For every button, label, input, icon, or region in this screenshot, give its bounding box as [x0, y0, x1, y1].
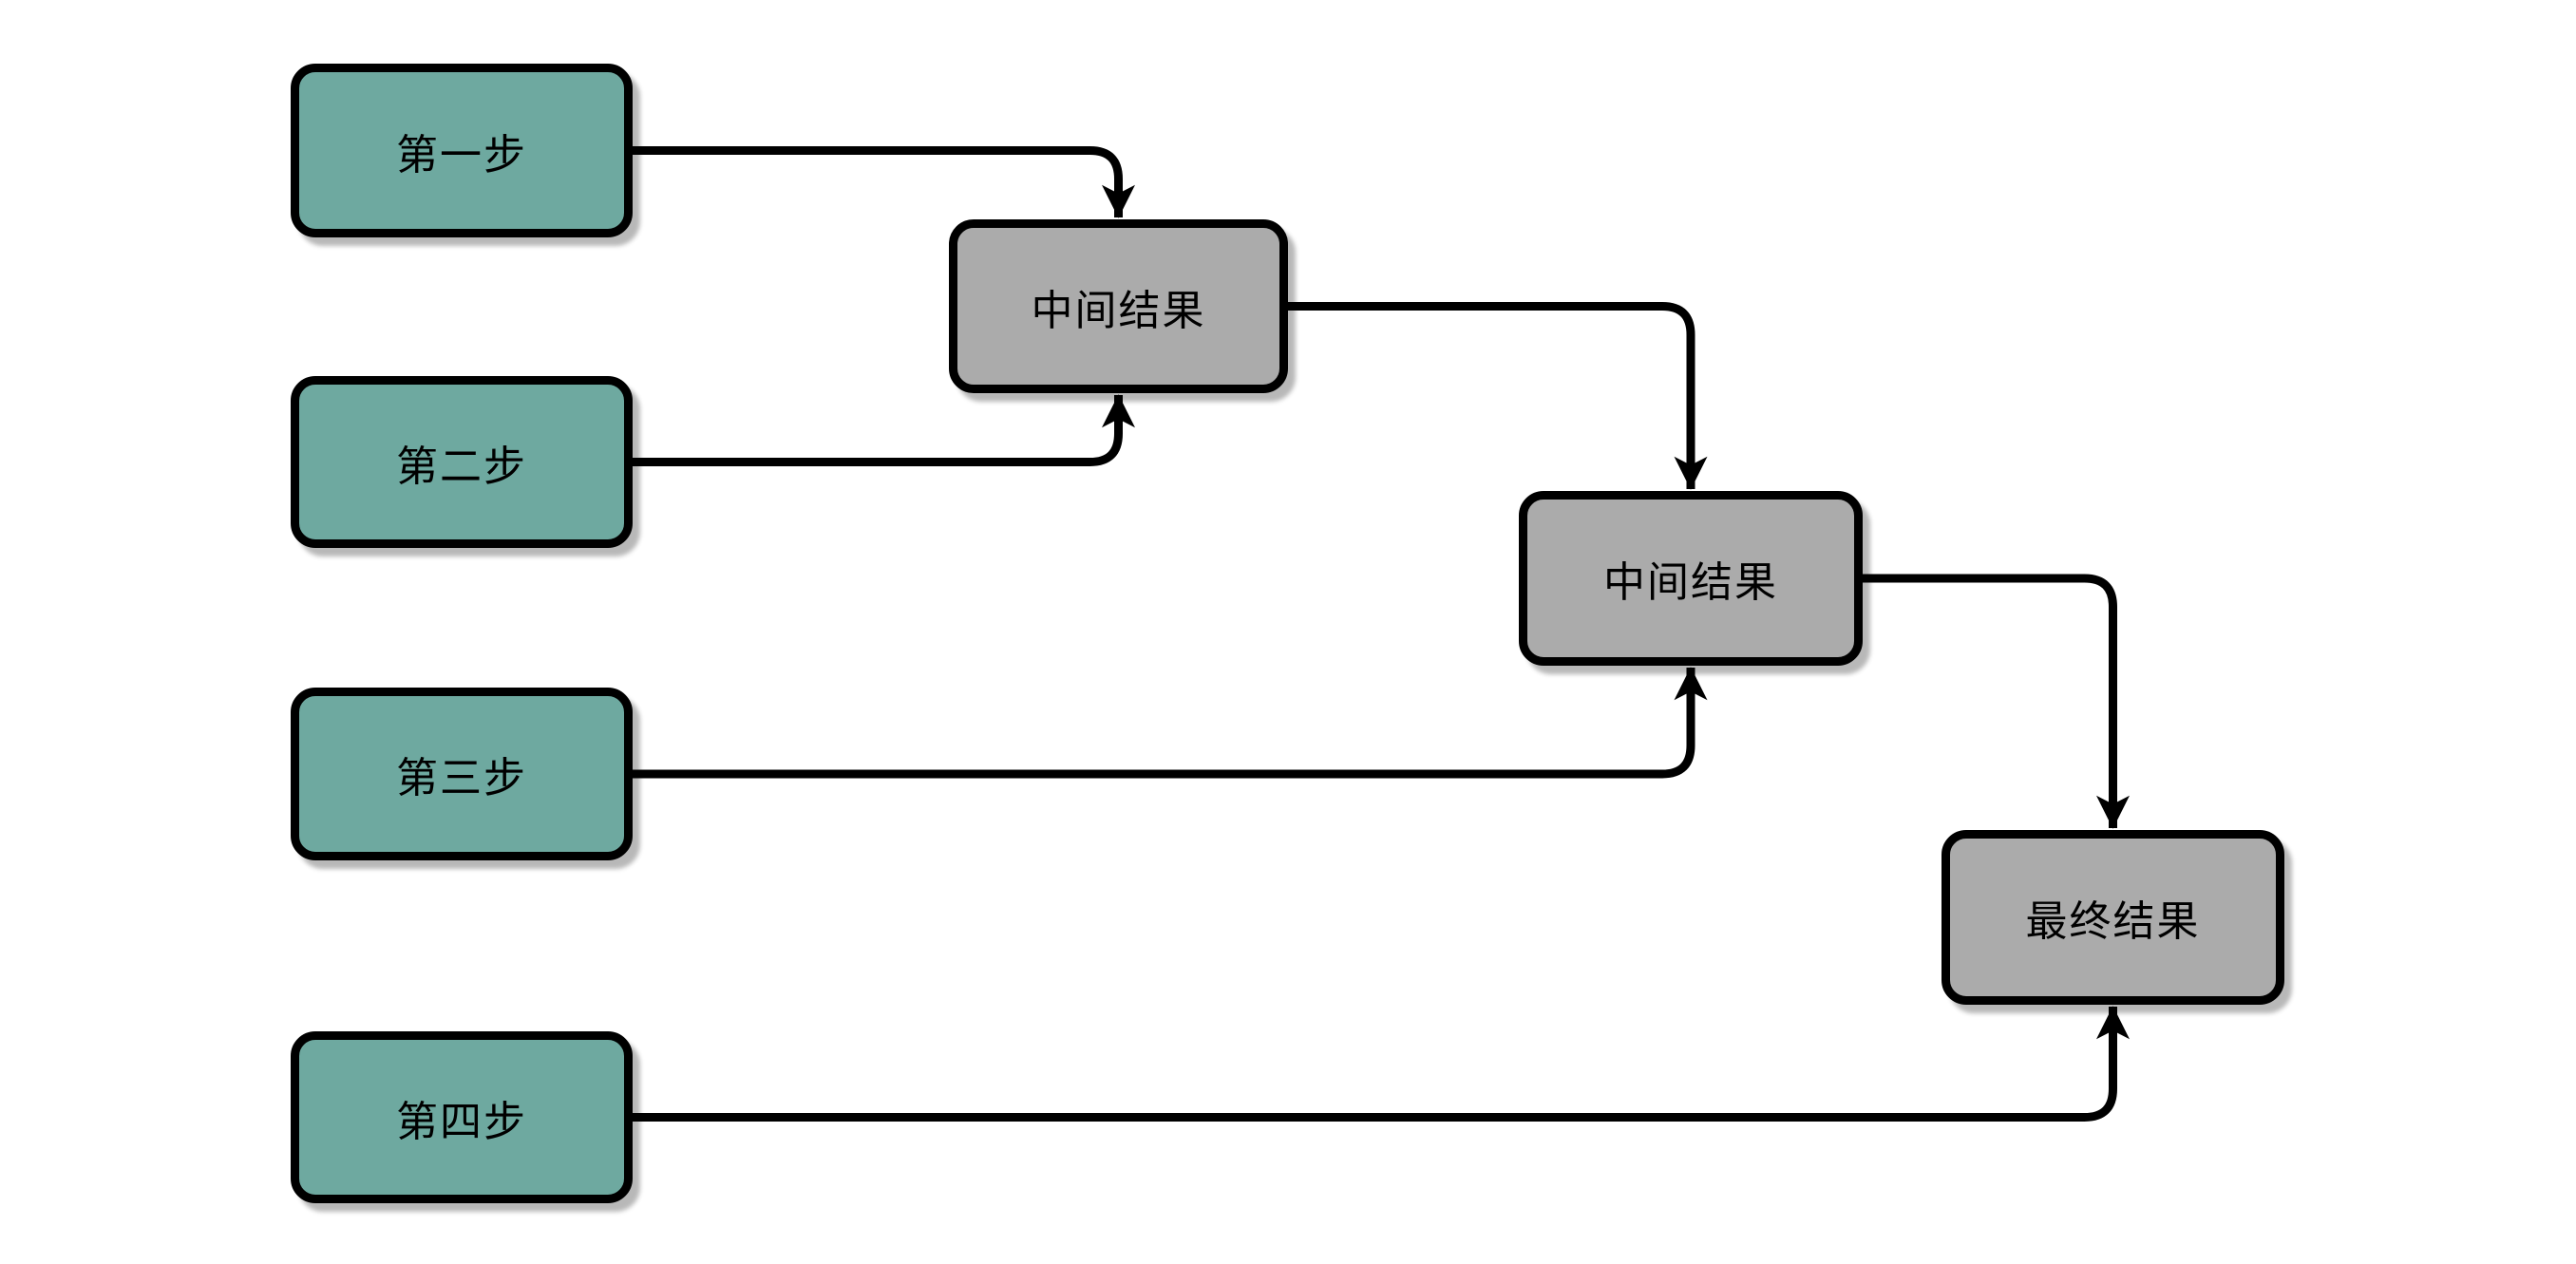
flow-node-step3[interactable]: 第三步: [291, 688, 633, 860]
flow-node-step1[interactable]: 第一步: [291, 64, 633, 237]
flow-node-step4[interactable]: 第四步: [291, 1031, 633, 1203]
node-label-final: 最终结果: [2025, 898, 2201, 945]
node-label-step4: 第四步: [396, 1098, 527, 1145]
flow-node-mid2[interactable]: 中间结果: [1519, 491, 1863, 666]
flow-node-mid1[interactable]: 中间结果: [949, 219, 1288, 393]
edge-mid2-to-final: [1863, 574, 2130, 829]
flow-node-step2[interactable]: 第二步: [291, 376, 633, 548]
node-label-mid1: 中间结果: [1031, 287, 1206, 334]
edge-step2-to-mid1: [633, 394, 1135, 466]
node-label-step2: 第二步: [396, 443, 527, 490]
edge-step1-to-mid1: [633, 146, 1135, 218]
edge-mid1-to-mid2: [1288, 302, 1708, 490]
node-label-mid2: 中间结果: [1603, 559, 1778, 606]
node-label-step1: 第一步: [396, 131, 527, 179]
edge-step3-to-mid2: [633, 667, 1708, 779]
edge-step4-to-final: [633, 1006, 2130, 1122]
flow-node-final[interactable]: 最终结果: [1941, 830, 2284, 1005]
node-label-step3: 第三步: [396, 755, 527, 802]
